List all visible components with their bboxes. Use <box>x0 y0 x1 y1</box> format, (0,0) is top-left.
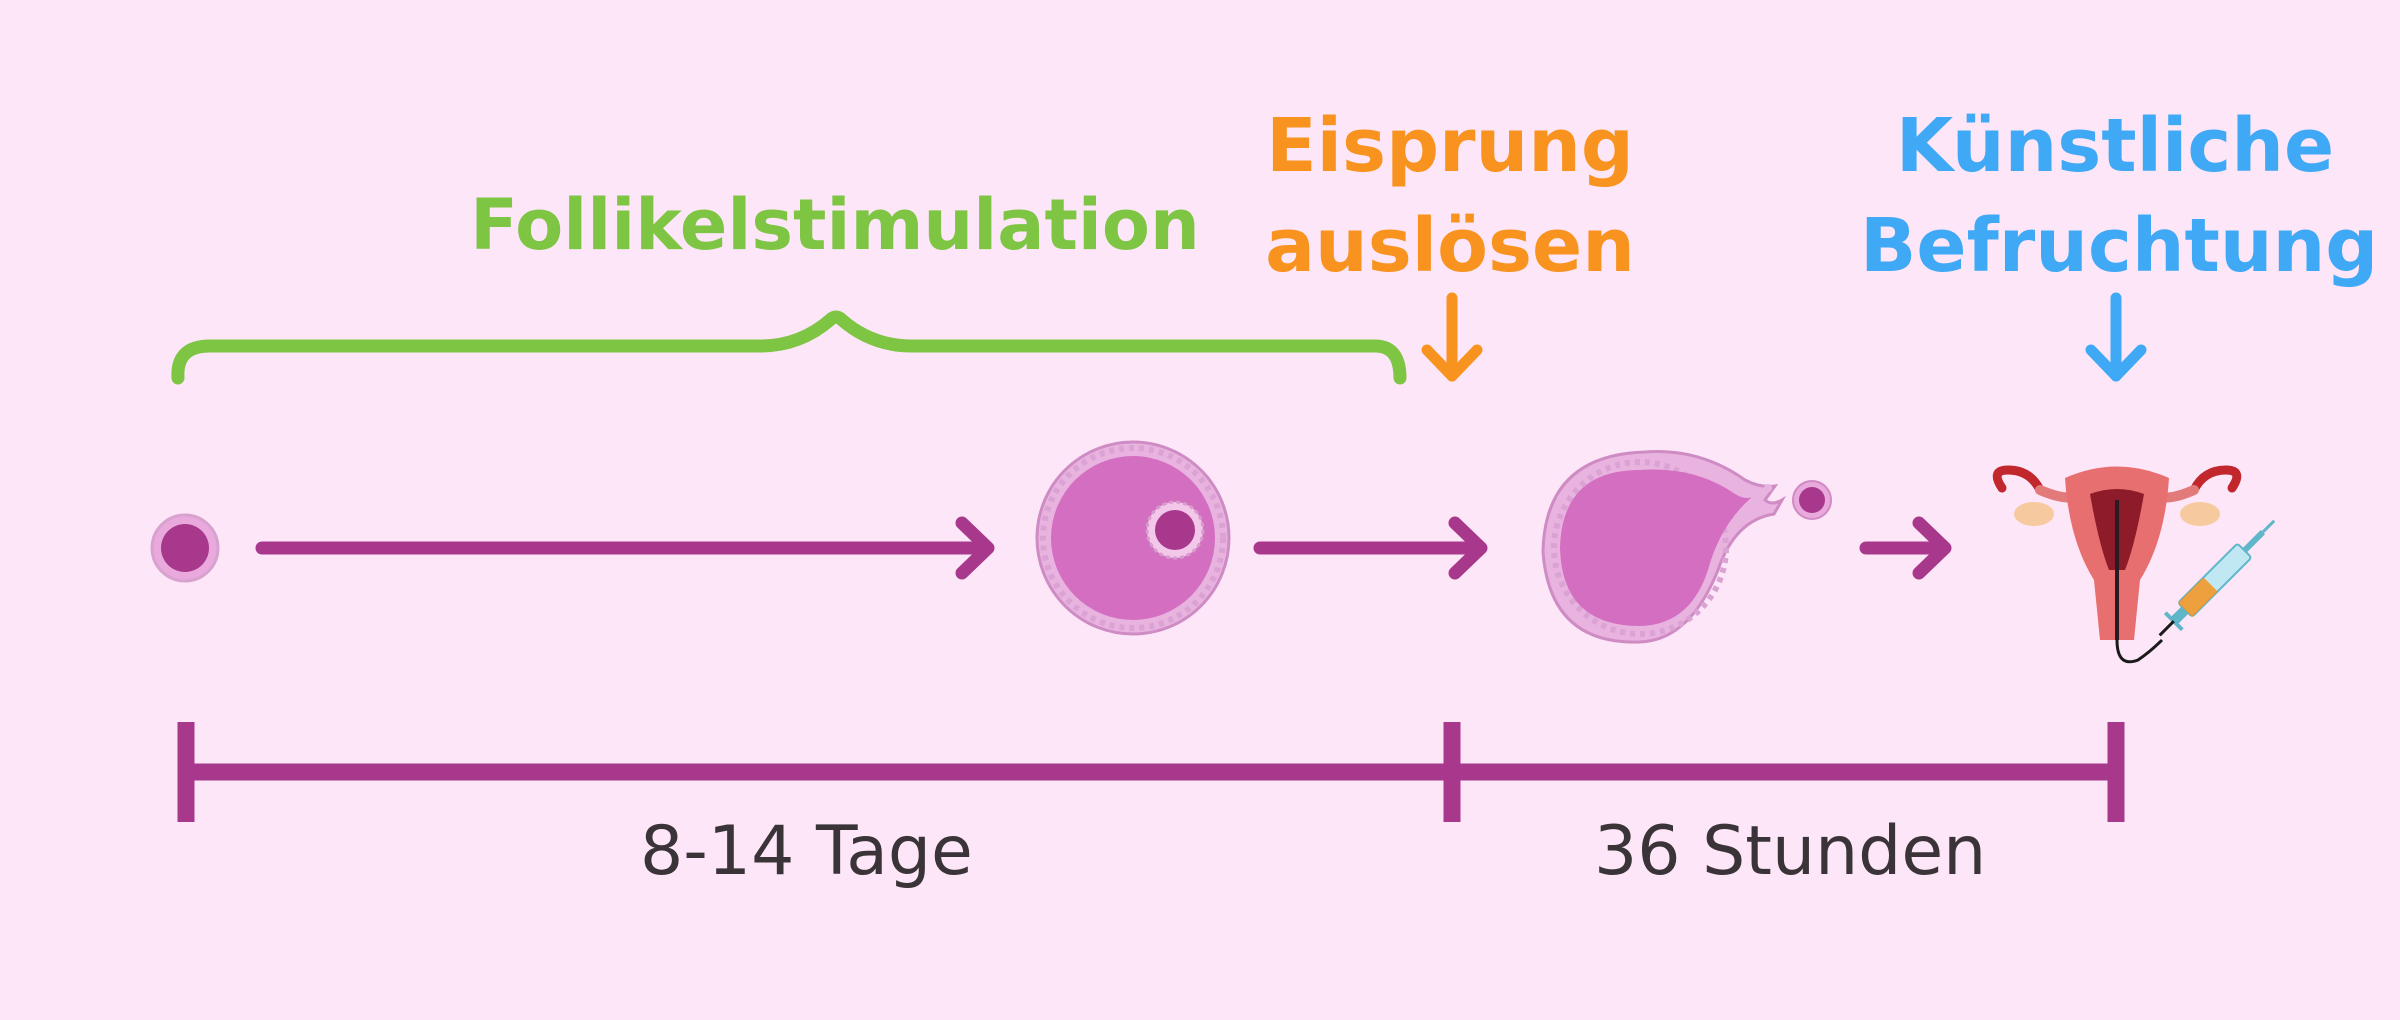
insemination-down-arrow-icon <box>2085 292 2147 382</box>
mature-follicle-icon <box>1035 440 1231 636</box>
trigger-label: Eisprung auslösen <box>1250 96 1650 296</box>
ovulating-follicle-icon <box>1541 450 1832 644</box>
insemination-label-line2: Befruchtung <box>1860 203 2379 289</box>
insemination-label-line1: Künstliche <box>1895 103 2335 189</box>
insemination-label: Künstliche Befruchtung <box>1860 96 2379 296</box>
syringe-icon <box>2115 519 2276 664</box>
process-arrow-2 <box>1253 516 1488 580</box>
duration-second-label: 36 Stunden <box>1594 812 1987 891</box>
uterus-icon <box>1992 465 2242 640</box>
primordial-follicle-icon <box>150 513 220 583</box>
trigger-label-line1: Eisprung <box>1266 103 1634 189</box>
stimulation-label: Follikelstimulation <box>470 184 1200 266</box>
duration-first-label: 8-14 Tage <box>640 812 973 891</box>
duration-timeline <box>177 722 2125 822</box>
trigger-label-line2: auslösen <box>1265 203 1635 289</box>
process-arrow-1 <box>255 516 995 580</box>
process-arrow-3 <box>1859 516 1952 580</box>
trigger-down-arrow-icon <box>1421 292 1483 382</box>
stimulation-bracket <box>171 310 1407 385</box>
